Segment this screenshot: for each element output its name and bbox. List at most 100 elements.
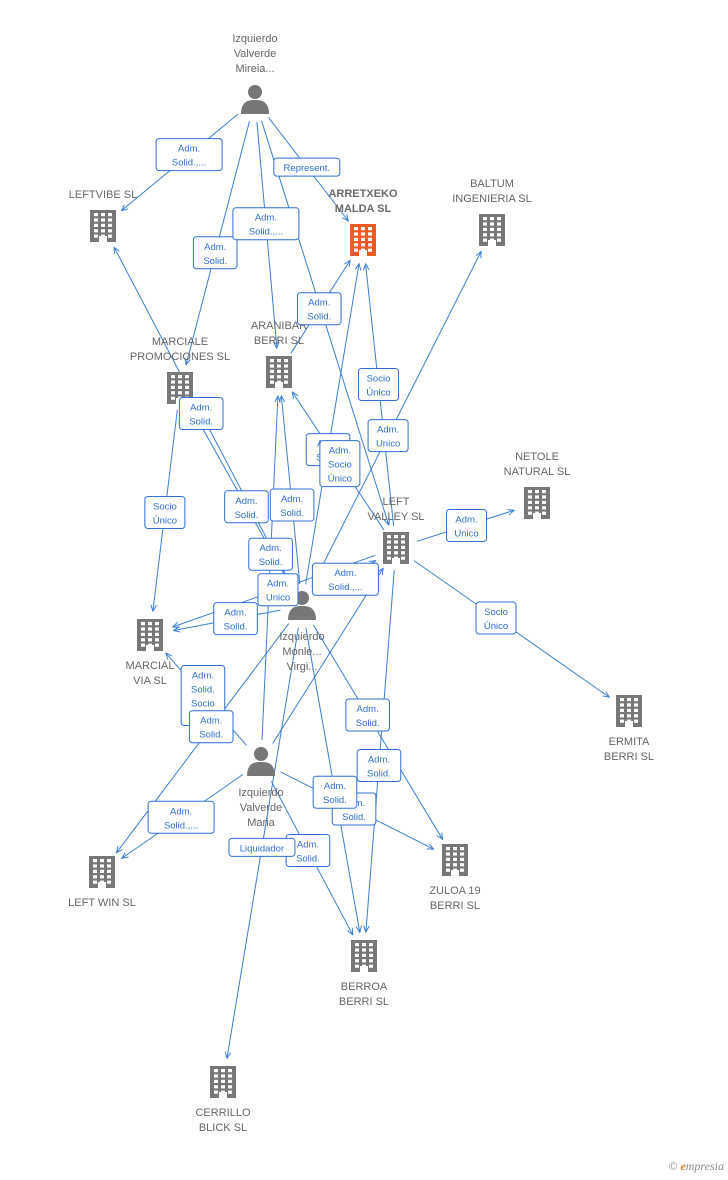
edge-label[interactable]: Liquidador [228, 837, 296, 857]
building-icon [442, 844, 468, 876]
edge-label[interactable]: Adm.Solid. [269, 488, 315, 522]
node-label: LEFT WIN SL [68, 897, 136, 909]
node-label: BERRI SL [604, 751, 654, 763]
edge-label-text: Solid.,... [249, 227, 283, 238]
edge-label[interactable]: Adm.Solid. [356, 748, 402, 782]
edge-label-text: Solid.,... [172, 158, 206, 169]
edge-label[interactable]: Adm.Solid. [248, 537, 293, 571]
edge-label[interactable]: Adm. Solid. [192, 236, 238, 270]
node-label: VALLEY SL [367, 511, 424, 523]
edge-label-text: Solid. [199, 730, 223, 741]
edge-label[interactable]: Adm. Solid. [312, 775, 358, 809]
edge-label[interactable]: Adm. Solid. [345, 698, 390, 732]
edge-label[interactable]: Adm. Solid. [224, 490, 269, 524]
edge-label-text: Adm. [267, 579, 289, 590]
edge-label[interactable]: Adm.Solid. [188, 710, 234, 744]
node-label: MALDA SL [335, 203, 392, 215]
edge-label-text: Solid. [356, 718, 380, 729]
edge-label-text: Solid.,... [328, 582, 362, 593]
edge-label-text: Socio [367, 374, 391, 385]
node-label: ARANIBAR [251, 320, 307, 332]
building-icon [616, 695, 642, 727]
edge-label-text: Solid. [191, 685, 215, 696]
edge-virgi-baltum [311, 251, 481, 587]
edge-label[interactable]: Adm.Solid. [178, 396, 224, 430]
node-leftvibe[interactable]: LEFTVIBE SL [69, 189, 137, 242]
edge-label-text: Adm. [329, 446, 351, 457]
edge-label[interactable]: Adm. Unico [257, 573, 299, 607]
building-icon [89, 856, 115, 888]
edge-label-text: Adm. [235, 496, 257, 507]
edge-virgi-arretxeko [305, 264, 359, 585]
node-label: BALTUM [470, 178, 514, 190]
edge-label-text: Solid. [259, 557, 283, 568]
edge-label-text: Único [328, 474, 352, 485]
edge-label-text: Unico [266, 593, 290, 604]
brand-initial: e [680, 1159, 686, 1173]
building-icon [479, 214, 505, 246]
edge-label[interactable]: Represent. [273, 157, 341, 177]
edge-label[interactable]: Adm.Solid.,... [147, 800, 215, 834]
copyright-symbol: © [668, 1159, 678, 1173]
node-label: Izquierdo [238, 787, 283, 799]
node-label: Valverde [240, 802, 283, 814]
node-virgi[interactable]: IzquierdoMonle...Virgi... [279, 591, 325, 673]
edge-label[interactable]: Adm.Unico [367, 419, 409, 453]
edge-label[interactable]: Adm. Solid.,... [311, 562, 379, 596]
node-label: LEFT [383, 496, 410, 508]
node-label: MARCIALE [152, 336, 208, 348]
node-label: VIA SL [133, 675, 167, 687]
edge-label-text: Solid. [323, 795, 347, 806]
edge-label-text: Adm. [324, 781, 346, 792]
edge-label[interactable]: Adm.Solid.,... [155, 138, 223, 172]
edge-label-text: Adm. [357, 704, 379, 715]
edge-label[interactable]: Adm.Solid. [296, 292, 342, 326]
building-icon [524, 487, 550, 519]
node-marcialvia[interactable]: MARCIAL VIA SL [126, 619, 175, 687]
edge-label[interactable]: Adm.Solid. [213, 602, 258, 636]
edge-label-text: Adm. [334, 568, 356, 579]
node-label: Valverde [234, 48, 277, 60]
brand-logo: © empresia [668, 1159, 724, 1174]
node-label: MARCIAL [126, 660, 175, 672]
node-label: LEFTVIBE SL [69, 189, 137, 201]
person-icon [288, 591, 316, 620]
edge-virgi-zuloa [312, 624, 442, 840]
node-leftwin[interactable]: LEFT WIN SL [68, 856, 136, 909]
edge-label-text: Solid.,... [164, 820, 198, 831]
node-label: Izquierdo [279, 631, 324, 643]
edge-label-text: Adm. [204, 242, 226, 253]
edge-label-text: Socio [153, 502, 177, 513]
node-label: Mireia... [235, 63, 274, 75]
edge-label[interactable]: Adm.Solid. [285, 833, 331, 867]
edge-label-text: Solid. [203, 256, 227, 267]
edge-label-text: Único [366, 388, 390, 399]
node-mireia[interactable]: IzquierdoValverdeMireia... [232, 33, 278, 114]
edge-label-text: Adm. [308, 298, 330, 309]
edge-label-text: Solid. [296, 853, 320, 864]
edge-label-text: Socio [328, 460, 352, 471]
edge-maria-leftvalley [272, 568, 383, 744]
edge-label-text: Solid. [235, 510, 259, 521]
person-icon [241, 85, 269, 114]
node-label: Monle... [282, 646, 321, 658]
node-leftvalley[interactable]: LEFT VALLEY SL [367, 496, 425, 564]
node-label: BERRI SL [339, 996, 389, 1008]
edge-label[interactable]: Adm.Solid.,... [232, 207, 300, 241]
edge-label[interactable]: Adm.Unico [446, 508, 488, 542]
